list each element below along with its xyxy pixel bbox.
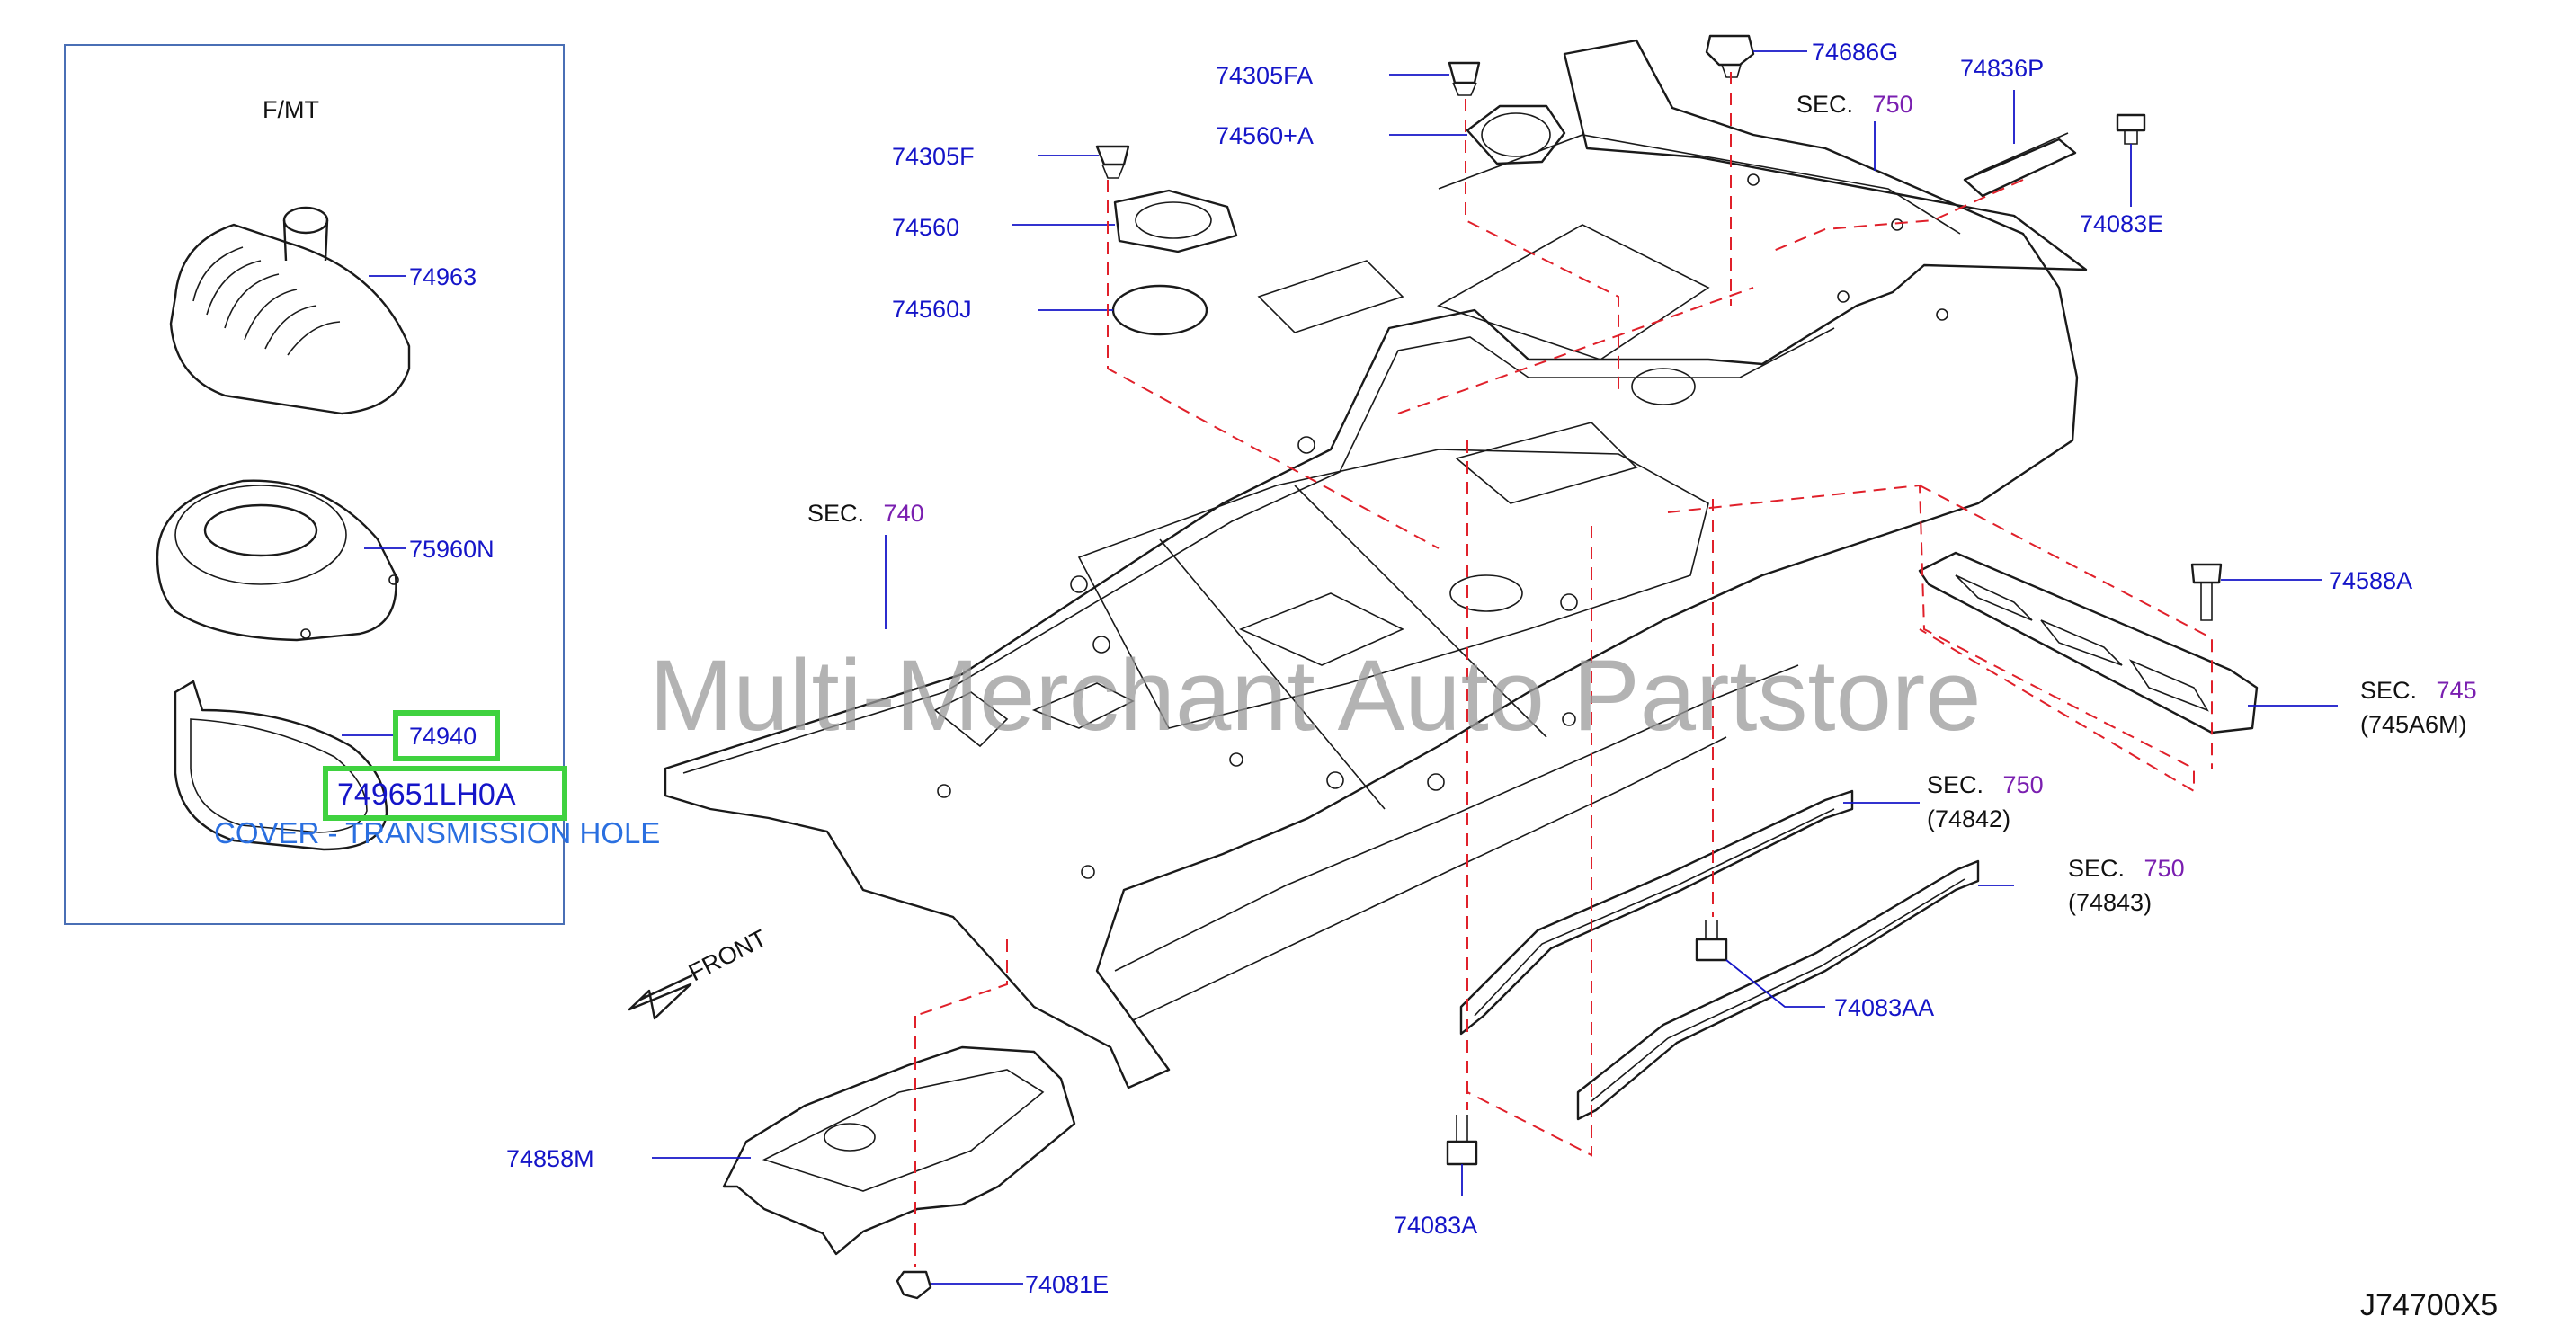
plug-74560A-drawing — [1466, 104, 1566, 165]
bracket-74836P-drawing — [1963, 132, 2077, 198]
side-rail-74843-drawing — [1576, 859, 1980, 1121]
nut-74081E-drawing — [896, 1270, 932, 1300]
shift-boot-drawing — [169, 206, 411, 415]
section-750-b-sub: (74843) — [2068, 889, 2152, 916]
label-74560: 74560 — [892, 214, 959, 241]
bolt-74083A-drawing — [1446, 1115, 1478, 1166]
highlight-749651LH0A — [323, 766, 567, 821]
front-under-cover-drawing — [722, 1045, 1076, 1256]
section-750-top: SEC. 750 — [1796, 91, 1913, 118]
plug-74560-drawing — [1113, 189, 1238, 253]
label-74083E: 74083E — [2080, 210, 2163, 237]
label-front: FRONT — [684, 924, 771, 986]
highlight-74940 — [393, 710, 500, 761]
label-75960N: 75960N — [409, 536, 495, 563]
side-rail-74842-drawing — [1459, 789, 1854, 1036]
floor-panel-drawing — [664, 39, 2088, 1089]
ring-74560J-drawing — [1111, 284, 1208, 336]
watermark: Multi-Merchant Auto Partstore — [649, 639, 1981, 751]
cover-gasket-drawing — [174, 680, 388, 851]
label-74858M: 74858M — [506, 1145, 594, 1172]
label-74940: 74940 — [409, 723, 477, 750]
label-74560J: 74560J — [892, 296, 972, 323]
section-750-b: SEC. 750 — [2068, 855, 2185, 882]
inset-title: F/MT — [263, 96, 319, 123]
assembly-guide-lines — [914, 72, 2213, 1267]
label-74305FA: 74305FA — [1216, 62, 1313, 89]
section-745-sub: (745A6M) — [2360, 711, 2467, 738]
label-749651LH0A: 749651LH0A — [337, 778, 516, 812]
diagram-code: J74700X5 — [2360, 1288, 2498, 1322]
clip-74686G-drawing — [1705, 34, 1755, 78]
label-74560A: 74560+A — [1216, 122, 1314, 149]
label-74588A: 74588A — [2329, 567, 2412, 594]
label-74083A: 74083A — [1394, 1212, 1477, 1239]
section-750-a-sub: (74842) — [1927, 805, 2010, 832]
section-740: SEC. 740 — [807, 500, 924, 527]
rear-reinforcement-drawing — [1918, 551, 2259, 734]
inset-frame — [64, 44, 565, 925]
label-74963: 74963 — [409, 263, 477, 290]
bolt-74588A-drawing — [2190, 563, 2223, 621]
boot-seal-drawing — [156, 479, 399, 642]
section-745: SEC. 745 — [2360, 677, 2477, 704]
label-74305F: 74305F — [892, 143, 975, 170]
label-cover-description: COVER - TRANSMISSION HOLE — [214, 816, 660, 849]
bolt-74083AA-drawing — [1695, 920, 1728, 962]
section-750-a: SEC. 750 — [1927, 771, 2044, 798]
leader-74083AA — [1725, 959, 1825, 1008]
grommet-74305FA-drawing — [1448, 61, 1481, 96]
grommet-74305F-drawing — [1095, 145, 1130, 179]
label-74083AA: 74083AA — [1834, 994, 1934, 1021]
front-arrow-icon — [628, 974, 693, 1020]
label-74686G: 74686G — [1812, 39, 1898, 66]
label-74836P: 74836P — [1960, 55, 2044, 82]
bolt-74083E-drawing — [2116, 113, 2146, 145]
label-74081E: 74081E — [1025, 1271, 1109, 1298]
